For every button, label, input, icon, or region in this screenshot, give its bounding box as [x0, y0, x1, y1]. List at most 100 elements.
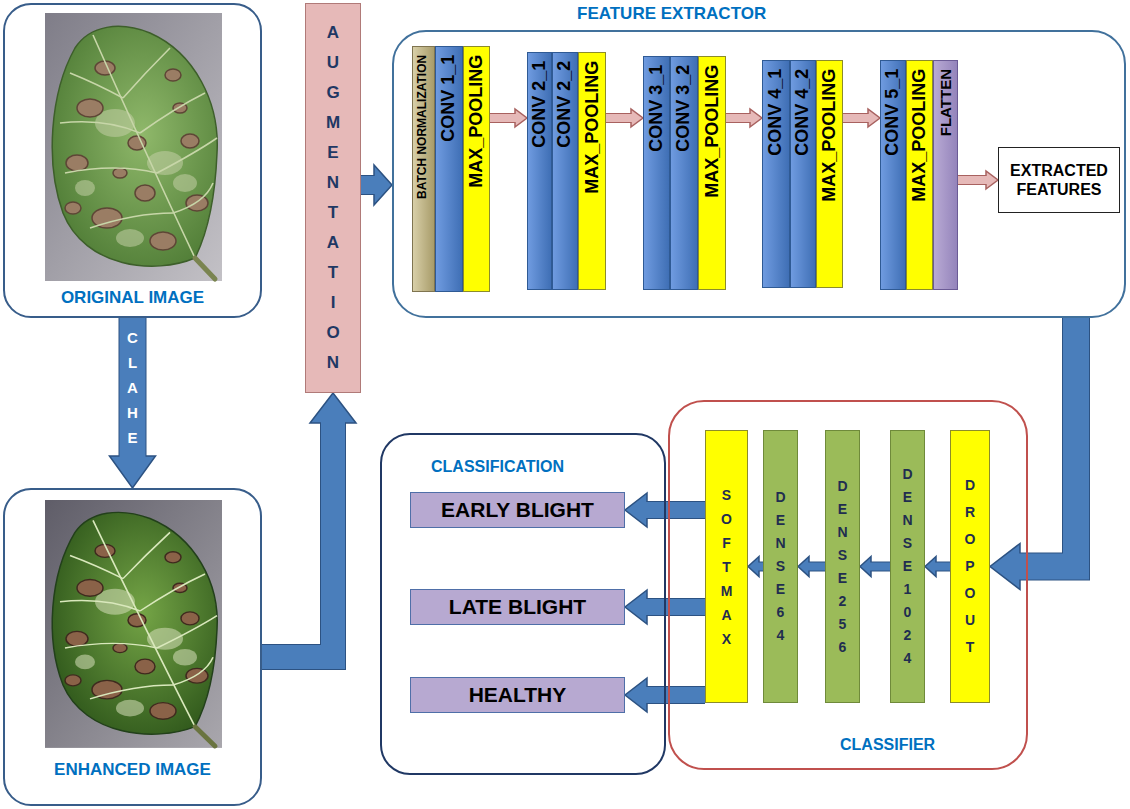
arrow-head	[990, 544, 1020, 590]
flow-arrow	[860, 557, 890, 577]
arrow-shaft	[361, 176, 376, 194]
conv-layer: CONV 2_1	[527, 52, 552, 290]
flow-arrow	[843, 109, 880, 127]
layer-label: CONV 1_1	[439, 55, 460, 142]
arrow-head	[748, 557, 759, 577]
arrow-shaft	[726, 114, 752, 122]
class-box: LATE BLIGHT	[410, 589, 625, 625]
node-label: EXTRACTED FEATURES	[1005, 161, 1113, 199]
flow-arrow	[490, 109, 527, 127]
edge-label: CLAHE	[126, 325, 139, 450]
edge-label-layer: CLAHE	[0, 0, 1130, 125]
node-label: ENHANCED IMAGE	[54, 760, 211, 780]
augmentation-bar: AUGMENTATION	[305, 3, 361, 393]
layer-label: DENSE 64	[774, 486, 786, 647]
arrow-head	[798, 557, 809, 577]
conv-layer: CONV 5_1	[880, 60, 906, 290]
arrow-shaft	[262, 422, 333, 658]
layer-label: MAX_POOLING	[702, 65, 723, 198]
conv-layer: CONV 3_2	[670, 56, 698, 290]
image-panel: ENHANCED IMAGE	[3, 488, 262, 806]
arrow-head	[925, 557, 936, 577]
image-panel: ORIGINAL IMAGE	[3, 3, 262, 318]
arrow-shaft	[935, 563, 951, 571]
arrow-head	[625, 590, 647, 624]
classification-panel: CLASSIFICATIONEARLY BLIGHTLATE BLIGHTHEA…	[380, 433, 666, 775]
layer-label: CONV 3_2	[674, 65, 695, 152]
dropout-layer: DROPOUT	[950, 430, 990, 703]
arrow-shaft	[958, 176, 988, 184]
arrow-head	[750, 109, 762, 127]
layer-label: MAX_POOLING	[819, 69, 840, 202]
conv-layer: CONV 2_2	[552, 52, 578, 290]
classifier-panel: CLASSIFIERSOFTMAXDENSE 64DENSE 256DENSE …	[668, 400, 1028, 770]
conv-layer: CONV 4_1	[762, 60, 790, 288]
flow-arrow	[798, 557, 825, 577]
arrow-shaft	[646, 687, 706, 703]
arrow-shaft	[808, 563, 826, 571]
batch-norm-layer: BATCH NORMALIZATION	[412, 46, 435, 292]
pooling-layer: MAX_POOLING	[698, 56, 726, 290]
arrow-shaft	[870, 563, 891, 571]
arrow-shaft	[120, 318, 146, 458]
conv-layer: CONV 3_1	[643, 56, 670, 290]
leaf-photo-part	[45, 13, 222, 281]
flatten-layer: FLATTEN	[933, 60, 958, 290]
flow-arrow	[361, 165, 392, 205]
pooling-layer: MAX_POOLING	[906, 60, 933, 290]
layer-label: MAX_POOLING	[466, 55, 487, 188]
layer-label: DENSE 1024	[901, 463, 913, 670]
flow-arrow	[990, 318, 1076, 590]
feature-extractor-panel: FEATURE EXTRACTORBATCH NORMALIZATIONCONV…	[392, 30, 1126, 318]
class-box: EARLY BLIGHT	[410, 492, 625, 528]
dense-layer: DENSE 256	[825, 430, 860, 703]
leaf-photo-part	[52, 26, 217, 266]
arrow-head	[860, 557, 871, 577]
original-leaf-photo	[45, 13, 222, 281]
node-label: CLASSIFICATION	[431, 458, 564, 476]
arrow-shaft	[606, 114, 633, 122]
leaf-photo-part	[65, 544, 208, 719]
arrow-head	[110, 456, 156, 488]
layer-label: DENSE 256	[836, 475, 848, 659]
node-label: ORIGINAL IMAGE	[61, 288, 204, 308]
layer-label: FLATTEN	[937, 69, 954, 136]
pooling-layer: MAX_POOLING	[816, 60, 843, 288]
pooling-layer: MAX_POOLING	[463, 46, 490, 292]
leaf-photo-part	[195, 727, 215, 746]
node-label: EARLY BLIGHT	[441, 497, 594, 522]
flow-arrow	[110, 318, 156, 488]
conv-layer: CONV 1_1	[435, 46, 463, 292]
leaf-photo-part	[52, 512, 217, 734]
layer-label: MAX_POOLING	[582, 61, 603, 194]
output-box: EXTRACTED FEATURES	[998, 147, 1120, 213]
arrow-head	[625, 493, 647, 527]
arrow-shaft	[646, 502, 706, 518]
flow-arrow	[748, 557, 763, 577]
flow-arrow	[958, 171, 998, 189]
layer-label: BATCH NORMALIZATION	[417, 55, 431, 199]
leaf-photo-part	[45, 500, 222, 748]
leaf-photo-part	[60, 520, 217, 726]
layer-label: AUGMENTATION	[326, 18, 341, 378]
conv-layer: CONV 4_2	[790, 60, 816, 288]
leaf-photo-part	[195, 258, 215, 279]
enhanced-leaf-photo	[45, 500, 222, 748]
layer-label: SOFTMAX	[720, 483, 732, 651]
arrow-head	[310, 393, 356, 423]
softmax-layer: SOFTMAX	[705, 430, 748, 703]
layer-label: MAX_POOLING	[909, 69, 930, 202]
dense-layer: DENSE 64	[763, 430, 798, 703]
flow-arrow	[726, 109, 762, 127]
arrow-shaft	[646, 599, 706, 615]
arrow-head	[868, 109, 880, 127]
leaf-photo-part	[60, 35, 217, 258]
layer-label: CONV 4_1	[766, 69, 787, 156]
layer-label: DROPOUT	[964, 472, 976, 661]
arrow-head	[374, 165, 392, 205]
flow-arrow	[262, 393, 356, 657]
node-label: FEATURE EXTRACTOR	[577, 4, 766, 24]
pooling-layer: MAX_POOLING	[578, 52, 606, 290]
node-label: LATE BLIGHT	[449, 594, 586, 619]
